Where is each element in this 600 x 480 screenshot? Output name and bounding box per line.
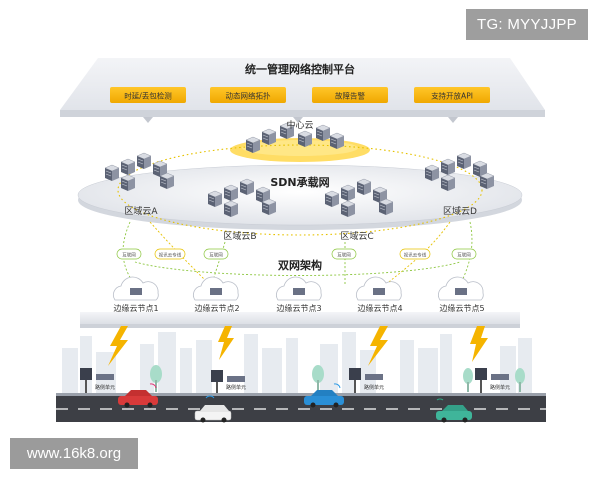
platform-arrows [143,117,458,123]
city-skyline [62,332,532,394]
platform-button-topology[interactable]: 动态网络拓扑 [210,87,286,103]
svg-text:动态网络拓扑: 动态网络拓扑 [226,91,271,101]
svg-text:视讯云专线: 视讯云专线 [159,252,182,259]
edge-node-5: 边缘云节点5 [438,276,485,313]
platform-buttons: 时延/丢包检测 动态网络拓扑 故障告警 支持开放API [110,87,490,103]
watermark-website: www.16k8.org [10,438,138,469]
platform-button-alarm[interactable]: 故障告警 [312,87,388,103]
vehicles [118,383,472,423]
watermark-telegram: TG: MYYJJPP [466,9,588,40]
lightning-icon [218,326,234,360]
sdn-title: SDN承载网 [270,175,329,189]
link-label-internet-3: 互联网 [331,248,357,260]
svg-text:视讯云专线: 视讯云专线 [404,252,427,259]
svg-text:故障告警: 故障告警 [335,91,365,101]
roadside-unit-1: 路侧单元 [80,368,115,394]
svg-text:边缘云节点4: 边缘云节点4 [357,303,402,313]
svg-text:边缘云节点1: 边缘云节点1 [113,303,158,313]
svg-text:路侧单元: 路侧单元 [226,384,246,391]
svg-text:互联网: 互联网 [209,252,223,259]
svg-text:互联网: 互联网 [337,252,351,259]
region-label-d: 区域云D [443,205,477,217]
svg-text:支持开放API: 支持开放API [431,91,473,101]
edge-node-4: 边缘云节点4 [356,276,403,313]
link-label-video-1: 视讯云专线 [154,248,186,260]
car-red [118,383,158,408]
edge-node-1: 边缘云节点1 [113,276,159,313]
link-label-internet-4: 互联网 [451,248,477,260]
signal-bolts [108,326,488,366]
svg-text:互联网: 互联网 [457,252,471,259]
roadside-units: 路侧单元 路侧单元 路侧单元 路侧单元 [80,368,510,394]
link-label-internet-1: 互联网 [116,248,142,260]
region-label-a: 区域云A [124,205,158,217]
platform-title: 统一管理网络控制平台 [245,62,355,76]
control-platform: 统一管理网络控制平台 时延/丢包检测 动态网络拓扑 故障告警 支持开放API [60,58,545,123]
car-teal [436,398,472,423]
link-labels: 互联网 视讯云专线 互联网 互联网 视讯云专线 互联网 [116,248,477,260]
svg-text:边缘云节点2: 边缘云节点2 [194,303,239,313]
dual-network-title: 双网架构 [278,258,322,272]
trees [150,365,525,392]
lightning-icon [368,326,388,366]
edge-node-3: 边缘云节点3 [276,276,322,313]
svg-text:边缘云节点3: 边缘云节点3 [276,303,321,313]
svg-text:路侧单元: 路侧单元 [490,384,510,391]
region-label-b: 区域云B [223,230,256,242]
center-cloud-label: 中心云 [286,119,313,131]
platform-button-latency[interactable]: 时延/丢包检测 [110,87,186,103]
lightning-icon [470,326,488,362]
svg-text:时延/丢包检测: 时延/丢包检测 [124,91,172,101]
edge-node-2: 边缘云节点2 [193,276,240,313]
roadside-unit-2: 路侧单元 [211,370,246,394]
sdn-layer: 中心云 SDN承载网 区域云A 区域云B 区域云C 区域云D [77,119,523,242]
roadside-unit-3: 路侧单元 [349,368,384,394]
edge-layer [80,312,520,328]
edge-nodes: 边缘云节点1 边缘云节点2 边缘云节点3 边缘云节点4 边缘云节点5 [113,276,485,313]
link-label-internet-2: 互联网 [203,248,229,260]
car-white [194,395,232,423]
platform-button-api[interactable]: 支持开放API [414,87,490,103]
svg-text:互联网: 互联网 [122,252,136,259]
link-label-video-2: 视讯云专线 [399,248,431,260]
car-blue [304,383,344,408]
svg-text:路侧单元: 路侧单元 [95,384,115,391]
region-label-c: 区域云C [340,230,373,242]
lightning-icon [108,326,128,366]
svg-text:路侧单元: 路侧单元 [364,384,384,391]
svg-text:边缘云节点5: 边缘云节点5 [439,303,484,313]
roadside-unit-4: 路侧单元 [475,368,510,394]
